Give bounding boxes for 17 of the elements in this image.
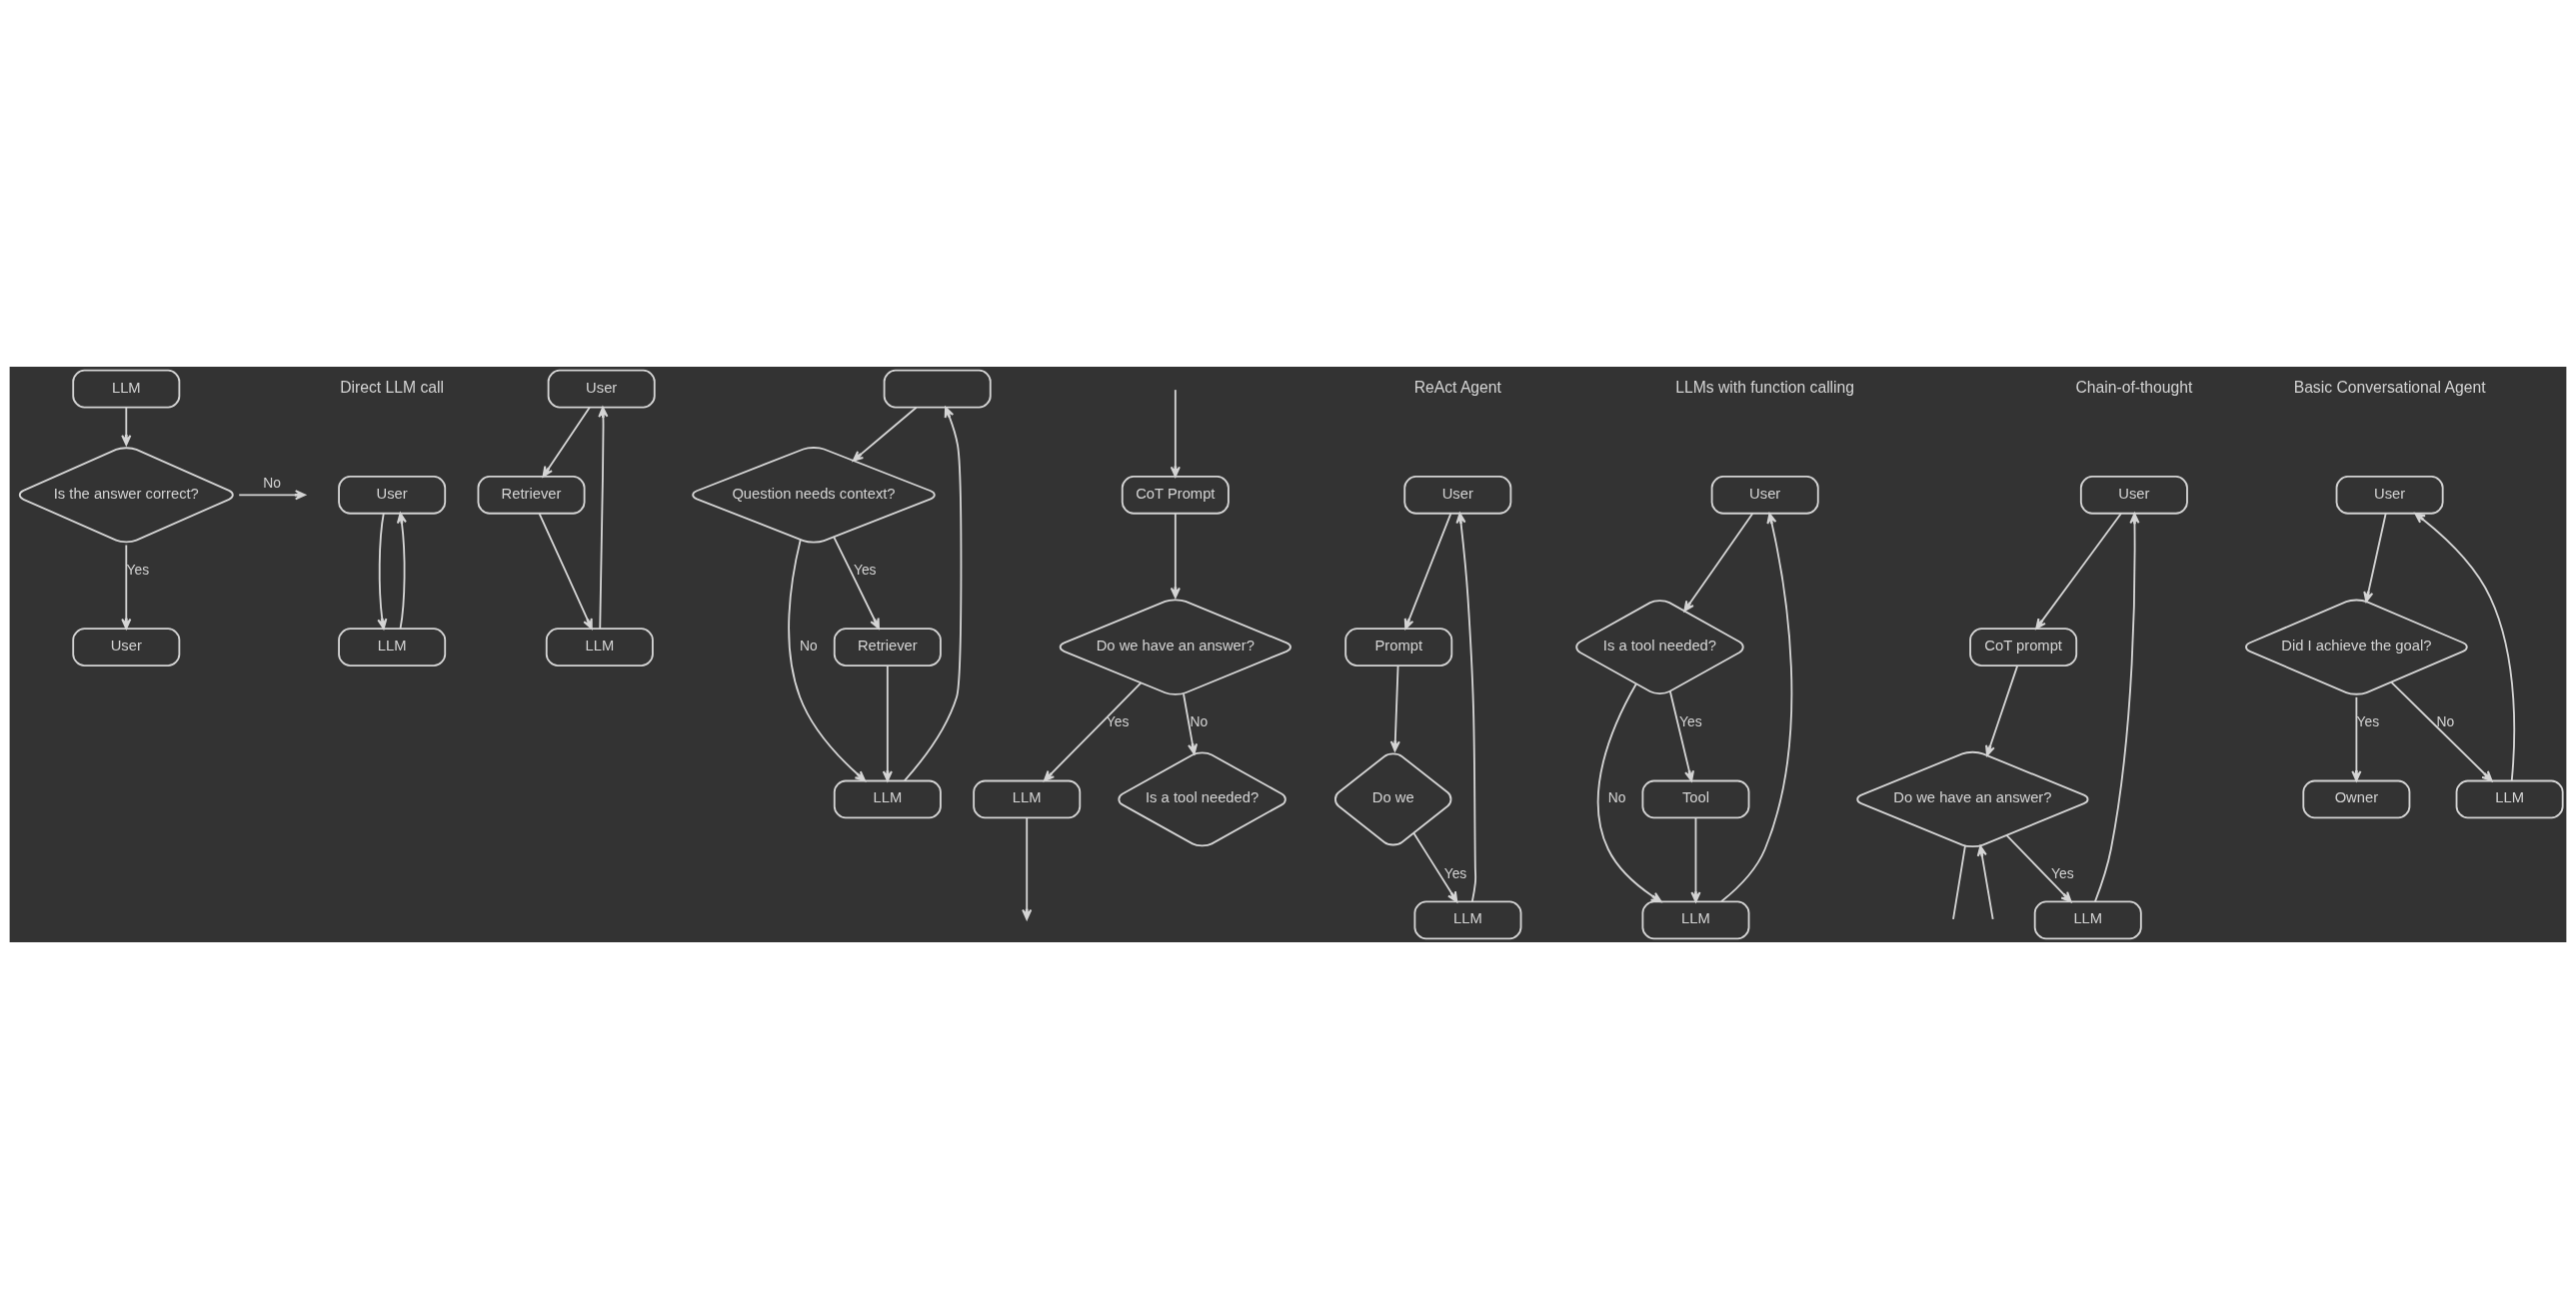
label: Chain-of-thought	[2075, 378, 2193, 396]
edge-label: No	[263, 474, 281, 491]
edge-label: Yes	[2051, 865, 2074, 882]
edge-label: Yes	[1106, 713, 1130, 729]
label: Direct LLM call	[340, 378, 445, 396]
edge-label: Yes	[853, 561, 877, 578]
edge-label: No	[2436, 713, 2455, 729]
edge-label: No	[1190, 713, 1209, 729]
label: LLMs with function calling	[1675, 378, 1855, 396]
label: Basic Conversational Agent	[2293, 378, 2486, 396]
edge-label: Yes	[1443, 865, 1467, 882]
label: ReAct Agent	[1413, 378, 1501, 396]
edge-label: Yes	[2356, 713, 2380, 729]
edge-label: Yes	[1679, 713, 1702, 729]
edge-label: Yes	[126, 561, 150, 578]
edge-label: No	[1607, 789, 1626, 806]
edge-label: No	[800, 637, 818, 654]
